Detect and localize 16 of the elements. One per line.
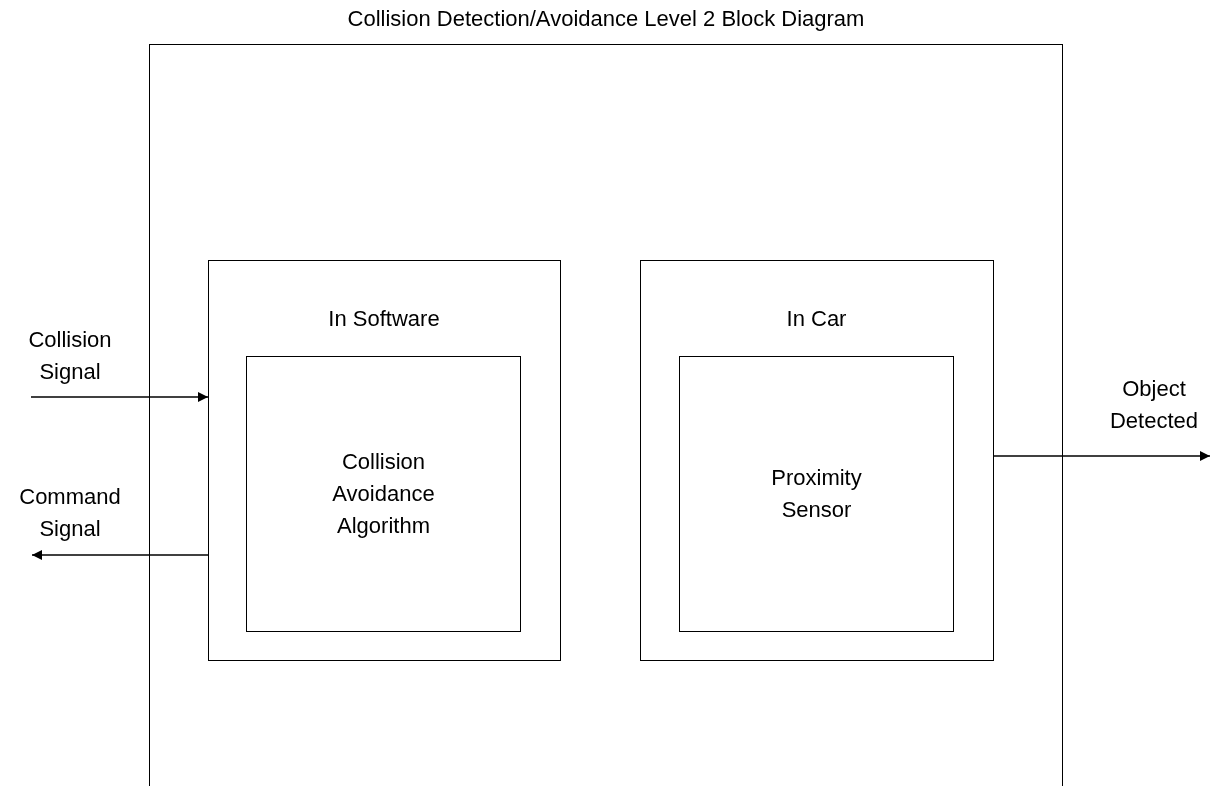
group-label: In Software: [327, 304, 441, 333]
signal-label: Command Signal: [18, 483, 122, 543]
group-box: [639, 259, 994, 661]
process-box: [679, 356, 954, 632]
arrow: [993, 451, 1211, 461]
arrow: [30, 392, 209, 402]
block-label: Collision Avoidance Algorithm: [331, 448, 436, 540]
diagram-title: Collision Detection/Avoidance Level 2 Block Diagram: [346, 5, 866, 33]
process-box: [246, 356, 521, 632]
signal-label: Object Detected: [1108, 375, 1200, 435]
block-label: Proximity Sensor: [770, 464, 863, 524]
signal-label: Collision Signal: [27, 326, 113, 386]
group-label: In Car: [785, 304, 848, 333]
arrow: [31, 550, 209, 560]
outer-frame: [149, 44, 1063, 786]
group-box: [207, 259, 561, 661]
